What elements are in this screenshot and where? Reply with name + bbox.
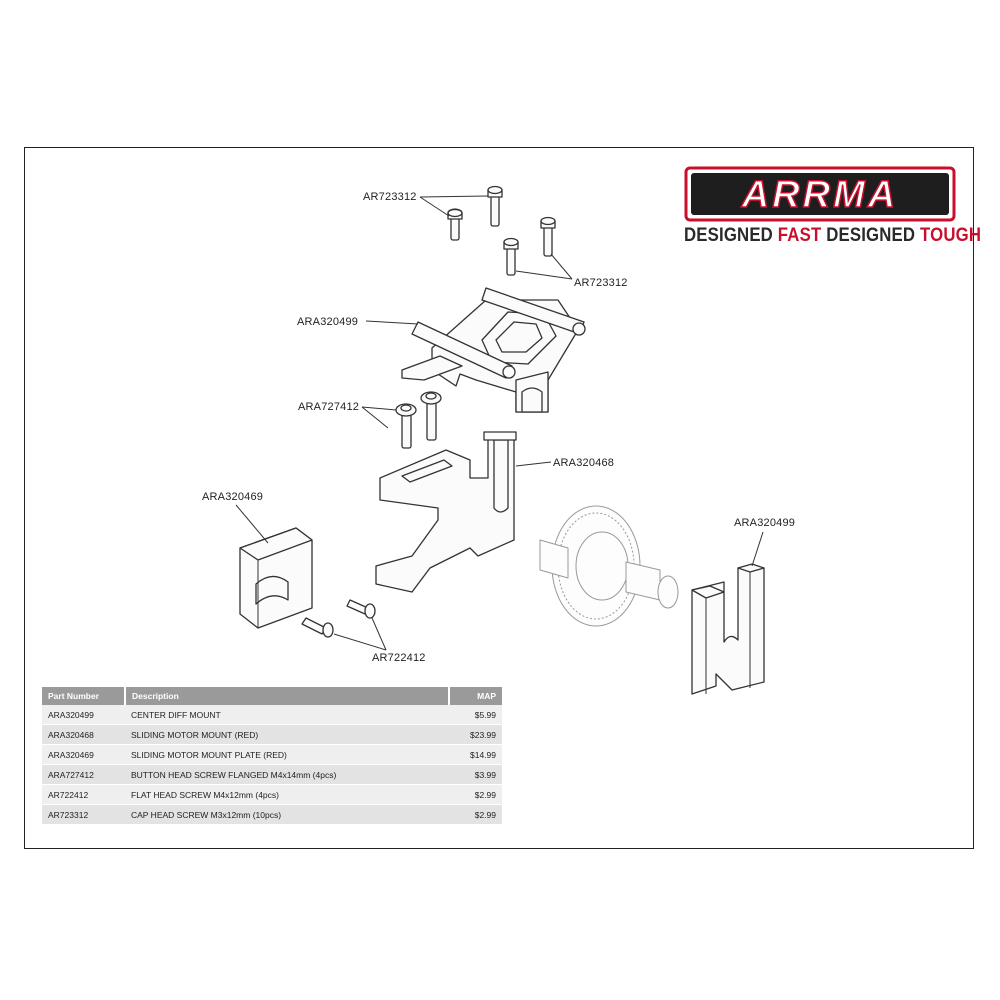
callout-sliding-motor-mount: ARA320468 [515,457,614,469]
button-screw [395,403,417,449]
cap-screw [487,185,503,227]
flat-head-screws [301,599,376,638]
table-row: AR723312 CAP HEAD SCREW M3x12mm (10pcs) … [42,804,502,825]
cap-screw [503,237,519,276]
column-header-description: Description [125,687,450,705]
description-cell: SLIDING MOTOR MOUNT PLATE (RED) [125,744,449,765]
diagram-frame [24,147,974,849]
svg-text:ARA320499: ARA320499 [297,316,358,328]
flat-screw [346,599,376,619]
cap-screw [540,216,556,257]
table-row: ARA320468 SLIDING MOTOR MOUNT (RED) $23.… [42,724,502,745]
arrma-wordmark: ARRMA [684,166,956,222]
price-cell: $5.99 [449,705,502,725]
description-cell: BUTTON HEAD SCREW FLANGED M4x14mm (4pcs) [125,764,449,785]
callout-center-diff-mount-right: ARA320499 [734,517,795,567]
description-cell: SLIDING MOTOR MOUNT (RED) [125,724,449,745]
column-header-part-number: Part Number [42,687,126,705]
price-cell: $3.99 [449,764,502,785]
callout-cap-screws-top: AR723312 [363,191,489,217]
part-number-cell: ARA320499 [42,705,125,725]
center-diff-mount-top [401,287,586,413]
sliding-motor-mount [375,431,517,593]
part-number-cell: ARA727412 [42,764,125,785]
price-cell: $2.99 [449,804,502,825]
table-row: ARA727412 BUTTON HEAD SCREW FLANGED M4x1… [42,764,502,785]
cap-screw [447,208,463,241]
svg-text:ARA320468: ARA320468 [553,457,614,469]
description-cell: CAP HEAD SCREW M3x12mm (10pcs) [125,804,449,825]
column-header-map: MAP [449,687,502,705]
center-diff-gear [539,505,679,627]
parts-table: Part Number Description MAP ARA320499 CE… [42,687,502,825]
cap-head-screws [447,185,556,276]
callout-cap-screws-right: AR723312 [515,253,628,289]
price-cell: $2.99 [449,784,502,805]
arrma-logo: ARRMA DESIGNED FAST DESIGNED TOUGH [684,166,981,247]
part-number-cell: ARA320468 [42,724,125,745]
svg-text:ARRMA: ARRMA [741,174,898,216]
callout-center-diff-mount-top: ARA320499 [297,316,419,328]
svg-text:ARA727412: ARA727412 [298,401,359,413]
svg-text:AR722412: AR722412 [372,652,426,664]
svg-text:ARA320469: ARA320469 [202,491,263,503]
callout-button-screws: ARA727412 [298,401,397,429]
tagline-word: DESIGNED [826,224,916,246]
tagline-word-accent: TOUGH [920,224,982,246]
tagline-word-accent: FAST [777,224,822,246]
table-header-row: Part Number Description MAP [42,687,502,705]
price-cell: $14.99 [449,744,502,765]
description-cell: CENTER DIFF MOUNT [125,705,449,725]
callout-mount-plate: ARA320469 [202,491,269,544]
svg-text:ARA320499: ARA320499 [734,517,795,529]
button-head-screws [395,391,442,449]
brand-tagline: DESIGNED FAST DESIGNED TOUGH [684,224,981,247]
tagline-word: DESIGNED [684,224,773,246]
callout-flat-screws: AR722412 [333,617,426,664]
sliding-motor-mount-plate [239,527,313,629]
price-cell: $23.99 [449,724,502,745]
flat-screw [301,617,334,638]
part-number-cell: ARA320469 [42,744,125,765]
center-diff-mount-right [691,563,765,695]
table-row: AR722412 FLAT HEAD SCREW M4x12mm (4pcs) … [42,784,502,805]
button-screw [420,391,442,441]
table-row: ARA320499 CENTER DIFF MOUNT $5.99 [42,705,502,725]
svg-text:AR723312: AR723312 [363,191,417,203]
description-cell: FLAT HEAD SCREW M4x12mm (4pcs) [125,784,449,805]
svg-text:AR723312: AR723312 [574,277,628,289]
part-number-cell: AR723312 [42,804,125,825]
table-row: ARA320469 SLIDING MOTOR MOUNT PLATE (RED… [42,744,502,765]
part-number-cell: AR722412 [42,784,125,805]
